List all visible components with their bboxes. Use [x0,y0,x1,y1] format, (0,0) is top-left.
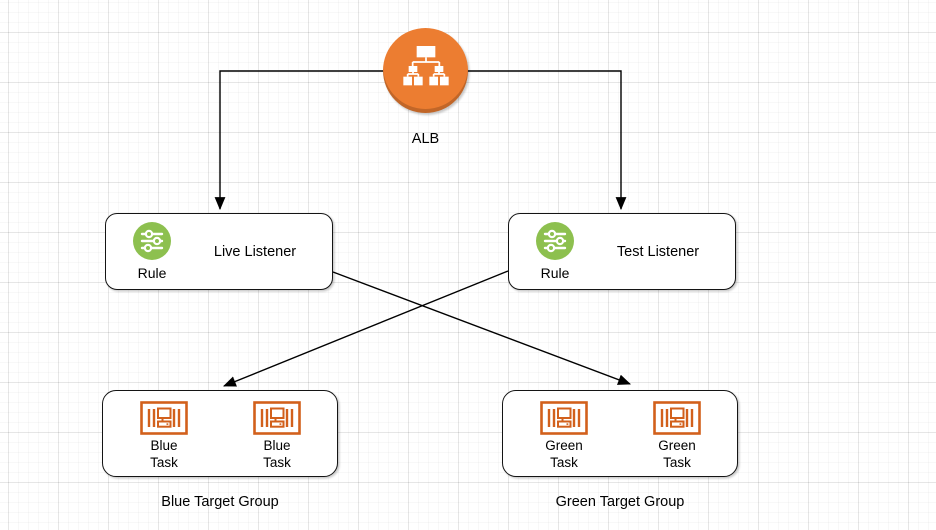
arrow-live-listener-to-green-group [332,271,632,385]
task-item: Green Task [639,401,715,471]
test-listener-title: Test Listener [616,243,700,260]
ecs-task-icon [253,401,301,435]
task-label: Blue Task [150,438,178,470]
arrow-test-listener-to-blue-group [222,270,509,387]
test-listener-box: Rule Test Listener [508,213,736,290]
rule-label: Rule [137,265,167,281]
green-target-group-box: Green Task Green Task [502,390,738,477]
green-target-group-caption: Green Target Group [555,494,685,510]
alb-node [383,28,468,113]
alb-label: ALB [411,131,440,147]
load-balancer-icon [397,40,455,101]
live-listener-title: Live Listener [213,243,297,260]
task-item: Blue Task [239,401,315,471]
rule-sliders-icon [536,222,574,260]
rule-label: Rule [540,265,570,281]
task-label: Blue Task [263,438,291,470]
ecs-task-icon [140,401,188,435]
task-label: Green Task [545,438,583,470]
arrow-alb-to-live-listener [214,70,425,211]
blue-target-group-caption: Blue Target Group [161,494,279,510]
task-label: Green Task [658,438,696,470]
arrow-alb-to-test-listener [425,70,627,211]
ecs-task-icon [540,401,588,435]
task-item: Green Task [526,401,602,471]
task-item: Blue Task [126,401,202,471]
live-listener-box: Rule Live Listener [105,213,333,290]
ecs-task-icon [653,401,701,435]
rule-sliders-icon [133,222,171,260]
blue-target-group-box: Blue Task Blue Task [102,390,338,477]
